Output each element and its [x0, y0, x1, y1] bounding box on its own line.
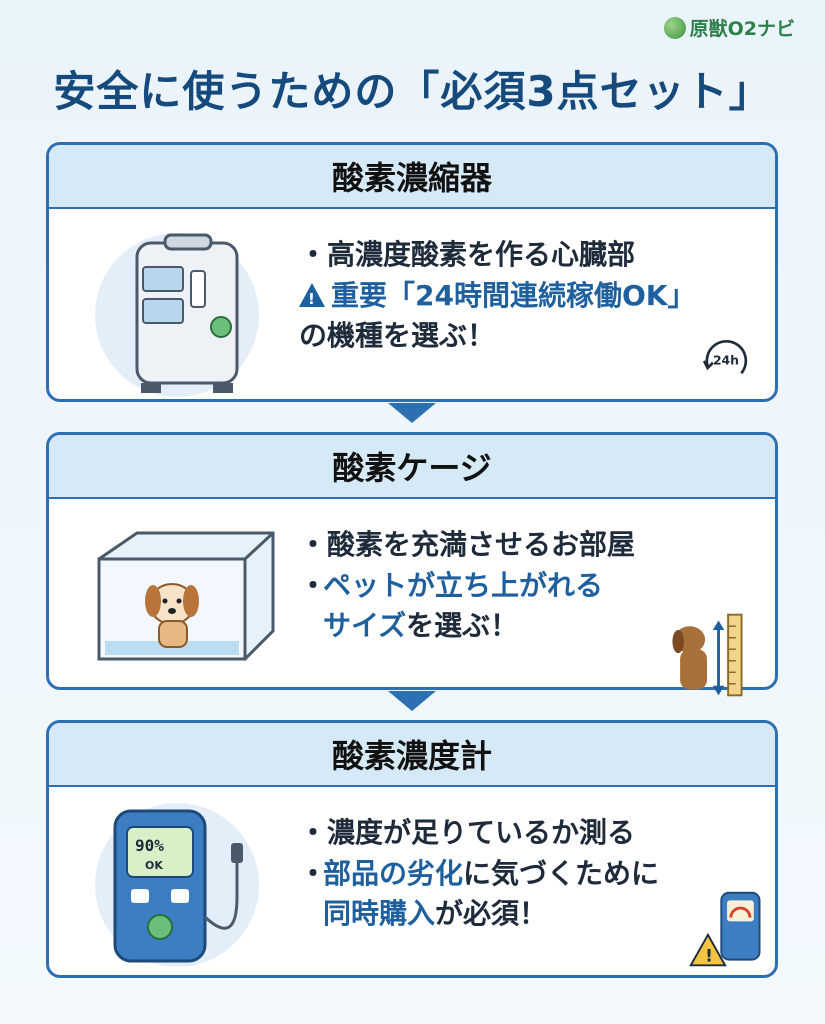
required-line: 同時購入が必須！: [323, 897, 548, 931]
card-heading: 酸素濃度計: [49, 723, 775, 787]
card-oxygen-concentrator: 酸素濃縮器 ・高濃度酸素を作る心臓部 重要「24時間連続稼働OK」 の機種を選ぶ…: [46, 142, 778, 402]
meter-warning-icon: !: [689, 891, 761, 967]
oxygen-concentrator-icon: [95, 233, 259, 397]
bullet-line: ・酸素を充満させるお部屋: [299, 528, 636, 561]
meter-text: ・濃度が足りているか測る ・部品の劣化に気づくために 同時購入が必須！: [299, 813, 755, 935]
page-title: 安全に使うための「必須3点セット」: [53, 67, 772, 116]
choose-line: サイズを選ぶ！: [323, 609, 519, 643]
choose-line: の機種を選ぶ！: [299, 319, 496, 353]
leaf-icon: [663, 16, 686, 39]
card-oxygen-cage: 酸素ケージ ・酸素を充満させるお部屋 ・ペットが立ち上がれる サイズを選ぶ！: [46, 432, 778, 697]
card-heading: 酸素濃縮器: [49, 145, 775, 209]
concentrator-text: ・高濃度酸素を作る心臓部 重要「24時間連続稼働OK」 の機種を選ぶ！: [299, 235, 755, 357]
cage-text: ・酸素を充満させるお部屋 ・ペットが立ち上がれる サイズを選ぶ！: [299, 525, 755, 647]
card-oxygen-meter: 酸素濃度計 90% OK ・濃度が足りているか測る ・部品の劣化に気づくために …: [46, 720, 778, 978]
meter-reading: 90%: [135, 836, 164, 855]
bullet-line: ・高濃度酸素を作る心臓部: [299, 238, 636, 271]
24h-clock-icon: 24h: [702, 339, 748, 375]
dog-height-icon: [672, 613, 743, 697]
oxygen-cage-icon: [97, 531, 275, 661]
card-heading: 酸素ケージ: [49, 435, 775, 499]
badge-text: 24h: [713, 352, 739, 367]
arrow-down-icon: [388, 403, 436, 423]
oxygen-meter-icon: 90% OK: [95, 803, 259, 967]
important-line: 重要「24時間連続稼働OK」: [299, 276, 755, 317]
arrow-down-icon: [388, 691, 436, 711]
highlight-line: ・ペットが立ち上がれる: [299, 568, 604, 602]
bullet-line: ・濃度が足りているか測る: [299, 816, 636, 849]
highlight-line: ・部品の劣化に気づくために: [299, 856, 660, 890]
meter-status: OK: [145, 859, 163, 872]
svg-text:!: !: [705, 947, 713, 967]
brand-logo: 原獣O2ナビ: [663, 14, 795, 41]
brand-name: 原獣O2ナビ: [689, 18, 795, 40]
warning-icon: [299, 282, 325, 310]
